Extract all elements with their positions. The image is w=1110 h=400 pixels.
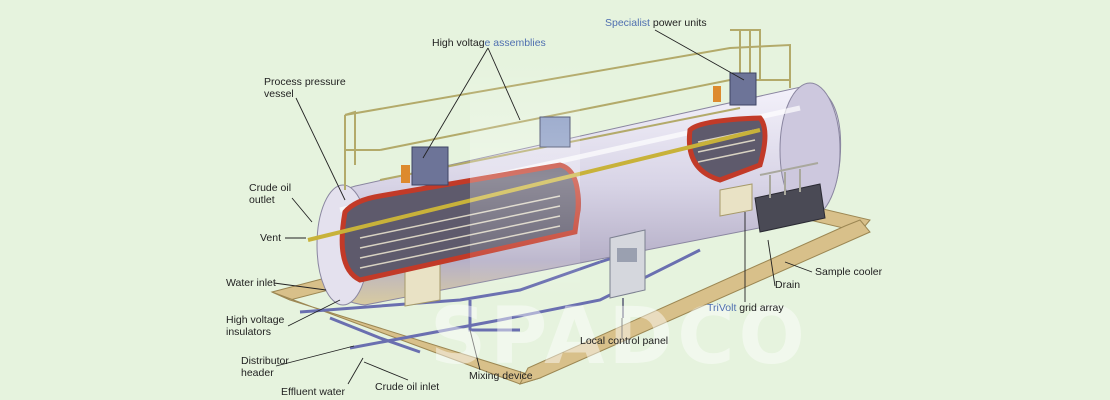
label-drain: Drain <box>775 279 801 291</box>
label-trivolt-grid-array-b: grid array <box>736 302 784 314</box>
label-local-control-panel: Local control panel <box>580 335 669 347</box>
label-effluent-water: Effluent water <box>281 386 346 398</box>
label-water-inlet: Water inlet <box>226 277 276 289</box>
label-vent: Vent <box>260 232 282 244</box>
label-trivolt-grid-array-a: TriVolt <box>707 302 737 314</box>
orange-insulators <box>401 86 721 183</box>
label-high-voltage-insulators-line1: High voltage <box>226 314 285 326</box>
leader-lines <box>273 29 813 385</box>
label-mixing-device: Mixing device <box>469 370 533 382</box>
label-specialist-power-units: Specialist power units <box>605 17 707 29</box>
watermark-text: SPADCO <box>430 292 809 382</box>
label-crude-oil-outlet: Crude oil outlet <box>249 182 291 206</box>
label-specialist-power-units-b: power units <box>649 17 707 29</box>
label-process-pressure-vessel-line2: vessel <box>264 88 294 100</box>
label-distributor-header-line1: Distributor <box>241 355 289 367</box>
label-crude-oil-outlet-line1: Crude oil <box>249 182 292 194</box>
label-high-voltage-insulators: High voltage insulators <box>226 314 284 338</box>
label-trivolt-grid-array: TriVolt grid array <box>707 302 784 314</box>
label-high-voltage-insulators-line2: insulators <box>226 326 271 338</box>
vessel-saddles <box>404 183 753 307</box>
label-distributor-header-line2: header <box>241 367 274 379</box>
label-high-voltage-assemblies-b: e assemblies <box>484 37 546 49</box>
sample-cooler-unit <box>754 162 826 233</box>
highlight-glow <box>470 60 580 300</box>
label-crude-oil-outlet-line2: outlet <box>249 194 275 206</box>
control-panel-cabinet <box>609 229 646 318</box>
label-process-pressure-vessel-line1: Process pressure <box>264 76 346 88</box>
label-sample-cooler: Sample cooler <box>815 266 883 278</box>
label-specialist-power-units-a: Specialist <box>605 17 650 29</box>
label-process-pressure-vessel: Process pressure vessel <box>264 76 346 100</box>
label-high-voltage-assemblies: High voltage assemblies <box>432 37 546 49</box>
label-high-voltage-assemblies-a: High voltag <box>432 37 485 49</box>
label-crude-oil-inlet: Crude oil inlet <box>375 381 440 393</box>
label-distributor-header: Distributor header <box>241 355 289 379</box>
